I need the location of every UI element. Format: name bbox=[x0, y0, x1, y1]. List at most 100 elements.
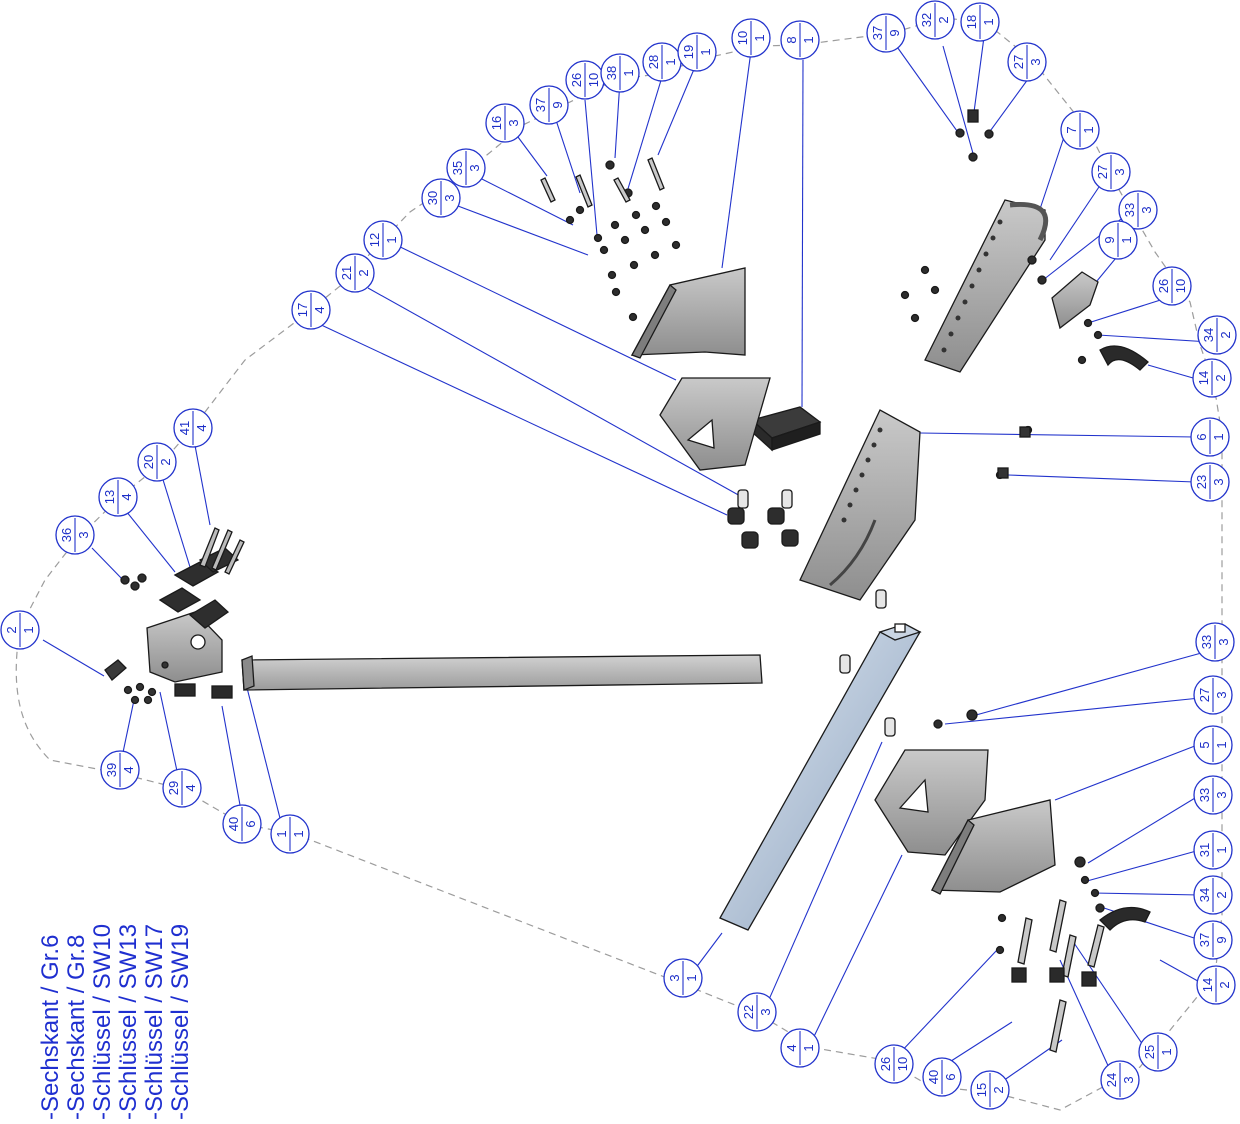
balloon-part-number: 21 bbox=[339, 266, 354, 280]
balloon-part-number: 40 bbox=[226, 817, 241, 831]
bolts-41 bbox=[199, 527, 245, 575]
balloon-part-number: 32 bbox=[919, 13, 934, 27]
balloon-quantity: 9 bbox=[550, 101, 565, 108]
balloon-part-number: 37 bbox=[870, 26, 885, 40]
balloon-part-number: 26 bbox=[1156, 279, 1171, 293]
balloon-quantity: 1 bbox=[1081, 126, 1096, 133]
plate-5 bbox=[930, 799, 1056, 895]
balloon-part-number: 33 bbox=[1197, 788, 1212, 802]
rubber-blocks-17 bbox=[727, 507, 799, 549]
rail-7 bbox=[924, 199, 1049, 373]
handles-14 bbox=[1099, 345, 1151, 931]
balloon-part-number: 2 bbox=[4, 626, 19, 633]
balloon-part-number: 13 bbox=[102, 490, 117, 504]
balloon-quantity: 4 bbox=[312, 306, 327, 313]
balloon-part-number: 9 bbox=[1102, 236, 1117, 243]
balloon-part-number: 8 bbox=[784, 36, 799, 43]
plate-10 bbox=[630, 267, 746, 359]
balloon-quantity: 1 bbox=[752, 34, 767, 41]
balloon-part-number: 33 bbox=[1122, 203, 1137, 217]
balloon-quantity: 1 bbox=[21, 626, 36, 633]
balloon-part-number: 29 bbox=[166, 781, 181, 795]
balloon-part-number: 4 bbox=[784, 1044, 799, 1051]
balloon-part-number: 1 bbox=[274, 830, 289, 837]
square-nuts-40 bbox=[174, 683, 233, 699]
balloon-quantity: 4 bbox=[183, 784, 198, 791]
balloon-part-number: 35 bbox=[450, 161, 465, 175]
balloon-quantity: 4 bbox=[121, 766, 136, 773]
balloon-part-number: 33 bbox=[1199, 635, 1214, 649]
balloon-quantity: 1 bbox=[801, 36, 816, 43]
balloon-part-number: 26 bbox=[569, 73, 584, 87]
balloon-part-number: 5 bbox=[1197, 741, 1212, 748]
balloon-part-number: 10 bbox=[735, 31, 750, 45]
rail-6 bbox=[799, 409, 921, 601]
balloon-part-number: 30 bbox=[425, 191, 440, 205]
spacers-22 bbox=[737, 489, 896, 737]
balloon-quantity: 3 bbox=[1121, 1076, 1136, 1083]
balloon-part-number: 18 bbox=[964, 15, 979, 29]
balloon-quantity: 3 bbox=[1216, 638, 1231, 645]
balloon-quantity: 2 bbox=[1213, 374, 1228, 381]
balloon-quantity: 2 bbox=[991, 1086, 1006, 1093]
balloon-part-number: 7 bbox=[1064, 126, 1079, 133]
balloon-quantity: 3 bbox=[1112, 168, 1127, 175]
bracket-9 bbox=[1051, 271, 1099, 330]
balloon-quantity: 6 bbox=[243, 820, 258, 827]
balloon-quantity: 2 bbox=[1218, 331, 1233, 338]
bolts-16-19-28 bbox=[540, 157, 665, 208]
screws-6-23 bbox=[997, 426, 1031, 479]
plate-4 bbox=[874, 749, 989, 856]
balloon-part-number: 22 bbox=[741, 1005, 756, 1019]
balloon-quantity: 10 bbox=[895, 1057, 910, 1071]
balloon-quantity: 3 bbox=[1139, 206, 1154, 213]
square-nuts-40-right bbox=[1011, 967, 1097, 987]
balloon-part-number: 27 bbox=[1095, 165, 1110, 179]
balloon-quantity: 1 bbox=[801, 1044, 816, 1051]
balloon-quantity: 9 bbox=[1214, 936, 1229, 943]
balloon-quantity: 3 bbox=[76, 531, 91, 538]
balloon-part-number: 23 bbox=[1194, 475, 1209, 489]
balloon-part-number: 37 bbox=[1197, 933, 1212, 947]
balloon-quantity: 4 bbox=[119, 493, 134, 500]
balloon-part-number: 14 bbox=[1196, 371, 1211, 385]
balloon-part-number: 36 bbox=[59, 528, 74, 542]
balloon-part-number: 39 bbox=[104, 763, 119, 777]
balloon-quantity: 2 bbox=[1217, 981, 1232, 988]
